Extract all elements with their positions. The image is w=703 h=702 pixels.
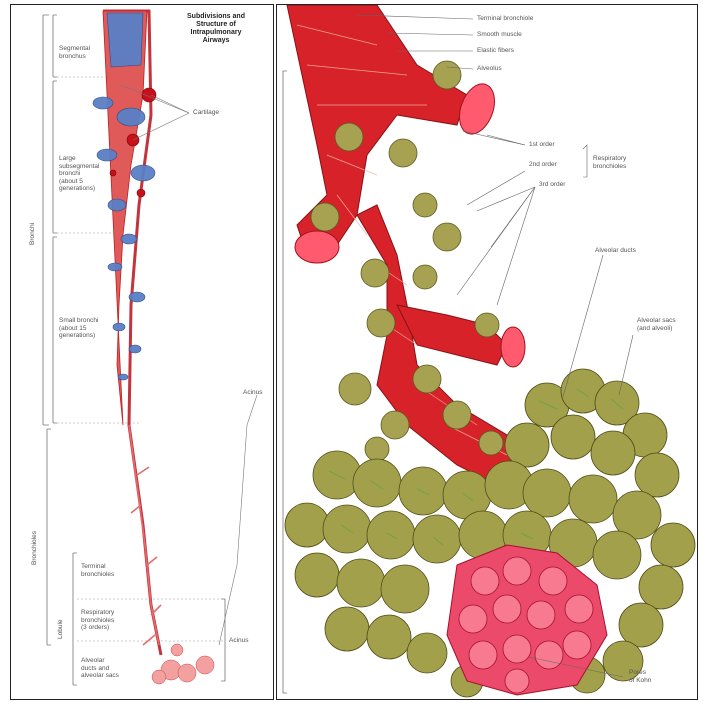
- label-smooth-muscle: Smooth muscle: [477, 31, 522, 39]
- label-terminal-bronchioles: Terminal bronchioles: [81, 563, 114, 578]
- segmental-bracket: [53, 15, 57, 77]
- right-panel-acinus-detail: Terminal bronchiole Smooth muscle Elasti…: [276, 4, 698, 700]
- label-lobule: Lobule: [57, 619, 64, 639]
- label-respiratory-bronchioles: Respiratory bronchioles (3 orders): [81, 609, 114, 632]
- airway-tree-illustration: [11, 5, 273, 699]
- label-respiratory-bronchioles: Respiratory bronchioles: [593, 155, 626, 170]
- label-acinus-upper: Acinus: [243, 389, 263, 397]
- label-cartilage: Cartilage: [193, 109, 219, 117]
- label-pores-of-kohn: Pores of Kohn: [629, 669, 651, 684]
- lobule-bracket: [73, 553, 77, 685]
- label-large-subsegmental-bronchi: Large subsegmental bronchi (about 5 gene…: [59, 155, 99, 193]
- acinus-bracket: [221, 599, 225, 681]
- subsegmental-bracket: [53, 81, 57, 233]
- label-acinus-lower: Acinus: [229, 637, 249, 645]
- left-panel-airway-subdivisions: Subdivisions and Structure of Intrapulmo…: [10, 4, 274, 700]
- acinus-illustration: [277, 5, 697, 699]
- label-small-bronchi: Small bronchi (about 15 generations): [59, 317, 98, 340]
- label-alveolar-ducts: Alveolar ducts: [595, 247, 636, 255]
- figure-title: Subdivisions and Structure of Intrapulmo…: [171, 13, 261, 45]
- bronchioles-bracket: [47, 429, 51, 645]
- label-alveolar-ducts-and-sacs: Alveolar ducts and alveolar sacs: [81, 657, 119, 680]
- label-third-order: 3rd order: [539, 181, 565, 189]
- small-bronchi-bracket: [53, 237, 57, 423]
- label-alveolar-sacs: Alveolar sacs (and alveoli): [637, 317, 676, 332]
- label-terminal-bronchiole: Terminal bronchiole: [477, 15, 533, 23]
- label-first-order: 1st order: [529, 141, 555, 149]
- label-alveolus: Alveolus: [477, 65, 502, 73]
- label-segmental-bronchus: Segmental bronchus: [59, 45, 90, 60]
- label-bronchioles: Bronchioles: [31, 531, 38, 565]
- label-elastic-fibers: Elastic fibers: [477, 47, 514, 55]
- label-bronchi: Bronchi: [29, 223, 36, 245]
- label-second-order: 2nd order: [529, 161, 557, 169]
